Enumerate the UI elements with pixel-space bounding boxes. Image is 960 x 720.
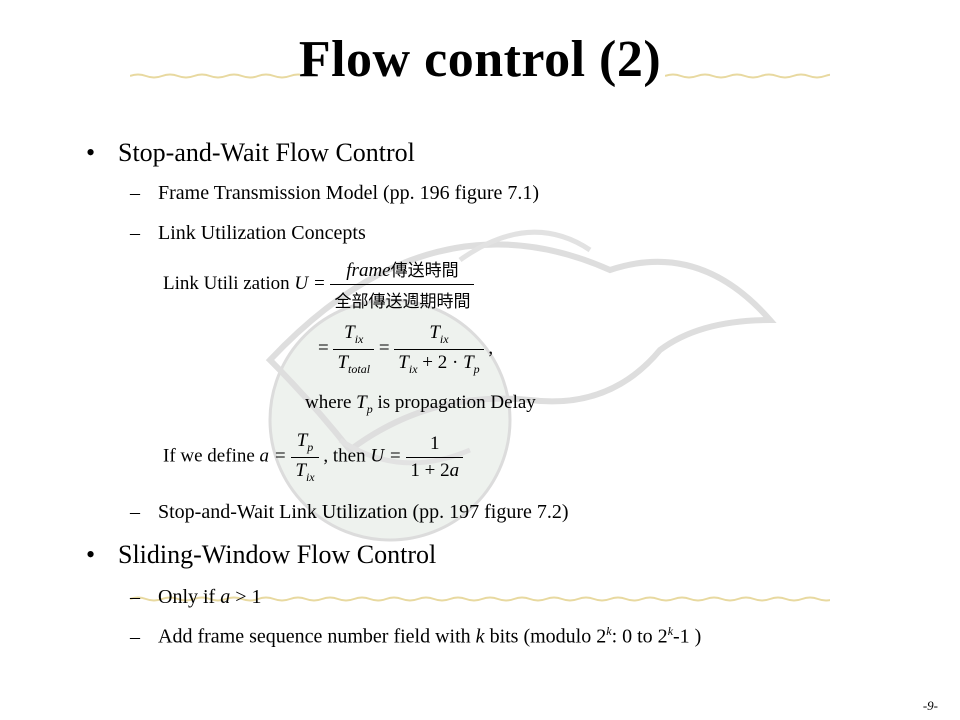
sub-frame-transmission-model: –Frame Transmission Model (pp. 196 figur… (130, 182, 540, 204)
bullet-stop-and-wait: •Stop-and-Wait Flow Control (86, 138, 415, 167)
background-watermark (265, 229, 777, 542)
bullet-dot: • (86, 138, 96, 167)
formula-link-utilization: Link Utili zation U = frame傳送時間 全部傳送週期時間 (163, 256, 475, 313)
bullet-dot: • (86, 540, 96, 569)
formula-fraction-1: frame傳送時間 全部傳送週期時間 (330, 256, 475, 313)
body-decoration-line (130, 596, 830, 602)
sub-add-sequence-number: –Add frame sequence number field with k … (130, 624, 702, 648)
formula-define-a: If we define a = Tp Tix , then U = 1 1 +… (163, 430, 464, 485)
formula-where-propagation-delay: where Tp is propagation Delay (305, 392, 536, 416)
sub-only-if-a-greater-1: –Only if a > 1 (130, 586, 262, 608)
formula-ratio: = Tix Ttotal = Tix Tix + 2 · Tp , (318, 322, 494, 376)
title-decoration-right (665, 73, 830, 79)
sub-link-utilization-concepts: –Link Utilization Concepts (130, 222, 366, 244)
slide-title: Flow control (2) (298, 31, 662, 88)
sub-stop-and-wait-link-utilization: –Stop-and-Wait Link Utilization (pp. 197… (130, 501, 569, 523)
page-number: -9- (922, 698, 938, 713)
watermark-globe (268, 298, 512, 542)
title-decoration-left (130, 73, 300, 79)
bullet-sliding-window: •Sliding-Window Flow Control (86, 540, 437, 569)
watermark-bird (265, 241, 777, 455)
